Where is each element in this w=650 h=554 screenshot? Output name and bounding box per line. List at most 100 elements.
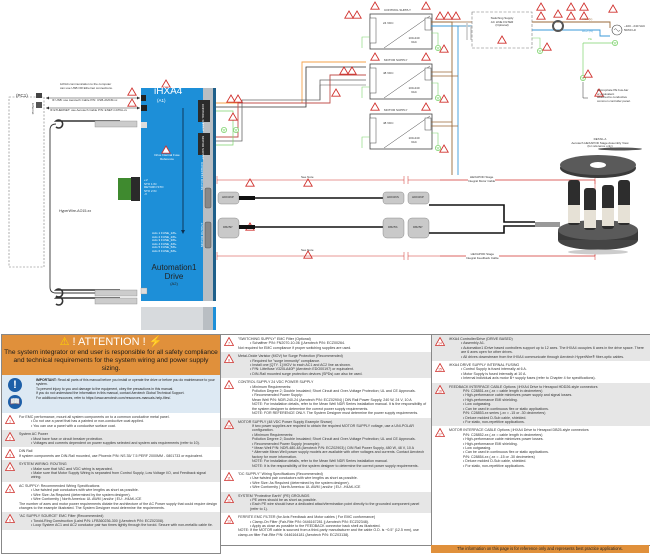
- note-item: 11 "DC SUPPLY" Wiring Specifications (Rec…: [221, 470, 431, 492]
- note-bullets: Use twisted pair conductors with wire le…: [238, 476, 428, 489]
- note-title: "AC SUPPLY SOURCE" EMC Filter (Recommend…: [19, 514, 104, 519]
- note-bullets: Assembly A1.Automation1 iDrive based con…: [449, 341, 647, 359]
- note-bullet: Required for "surge immunity" compliance…: [250, 359, 428, 363]
- svg-text:4: 4: [9, 467, 11, 471]
- warning-icon: 1: [5, 415, 15, 424]
- note-line: • Minimum Requirements:: [252, 432, 294, 437]
- detail-line1: DETAIL A: [593, 137, 607, 141]
- note-bullets: Do not use a panel that has a painted or…: [19, 419, 217, 428]
- note-line: • Low outgassing.: [463, 445, 492, 450]
- ac2-label: AC2 (N): [582, 29, 593, 33]
- detail-a-caption: DETAIL A Aerotech HEXAPOD Stage Assembly…: [560, 137, 640, 149]
- note-title: AC SUPPLY: Recommended Wiring Specificat…: [19, 483, 100, 488]
- warning-icon: 15: [435, 363, 445, 372]
- note-text: If system components are DIN-Rail mounte…: [19, 453, 203, 458]
- motor-cable-line: Integral Motor Cable: [468, 178, 496, 183]
- note-bullet: Control Supply is fused internally at 6 …: [461, 367, 647, 371]
- note-item: 6"AC SUPPLY SOURCE" EMC Filter (Recommen…: [2, 512, 220, 530]
- note-item: 17 MOTOR INTERFACE CABLE Options | iHXA4 …: [432, 426, 650, 470]
- axis-fuse-label: Axis 2 FUSE_2/8+: [152, 234, 177, 239]
- note-text: The number of axes and motor power requi…: [19, 501, 217, 510]
- note-bullet: Wire Conformity | North America: UL AWM …: [31, 497, 217, 501]
- note-title: iHXA4 DRIVE SUPPLY INTERNAL FUSING: [449, 363, 520, 368]
- note-line: NOTE: For installation details, refer to…: [252, 402, 427, 411]
- motor-supply-1-title: MOTOR SUPPLY: [384, 58, 408, 62]
- sto-pin: STO 2 IN: [144, 188, 157, 193]
- note-text: Not required for EMC compliance if prope…: [238, 345, 352, 350]
- note-title: CONTROL SUPPLY 24 VDC POWER SUPPLY: [238, 380, 314, 385]
- warning-icon: 17: [435, 428, 445, 438]
- motor-supply-1-vdc: 48 VDC: [383, 71, 394, 75]
- svg-text:7: 7: [228, 342, 230, 346]
- note-bullet: Voltages and currents dependent on power…: [31, 441, 217, 445]
- pe-busbar-note: Appropriate PE bus-bar or equivalent att…: [597, 88, 631, 103]
- notes-left-list: 1 For EMC performance, mount all system c…: [2, 413, 220, 530]
- pe-label: PE: [588, 37, 593, 41]
- warning-icon: 14: [435, 337, 445, 346]
- mains-frequency: 50/60 Hz: [624, 28, 637, 32]
- important-lead: IMPORTANT:: [36, 378, 57, 382]
- note-line: • Can be used in continuous flex or stat…: [463, 406, 549, 411]
- note-title: "DC SUPPLY" Wiring Specifications (Recom…: [238, 471, 323, 476]
- svg-text:5: 5: [9, 488, 11, 492]
- note-bullet: Use twisted pair conductors with wire le…: [250, 476, 428, 480]
- note-bullet: Clamp-On Filter (Fair-Rite P/N: 04461672…: [250, 520, 428, 524]
- axis-fuse-label: Axis 5 FUSE_5/8+: [152, 245, 177, 250]
- note-bullet: Toroid-Ring Construction (Laird P/N: LFB…: [31, 519, 217, 523]
- svg-text:3: 3: [9, 454, 11, 458]
- control-supply-vdc: 24 VDC: [383, 21, 394, 25]
- warning-icon: 2: [5, 432, 15, 442]
- warning-icon: 5: [5, 483, 15, 493]
- automation1-drive: [141, 307, 203, 330]
- motor-cable-label: HEXAPOD Stage Integral Motor Cable: [468, 175, 496, 184]
- motor-supply-1-vac: 100-240 VAC: [408, 86, 420, 94]
- note-bullets: Schaffner P/N: FN2070-10-06 || Aerotech …: [238, 341, 428, 345]
- note-item: 4 SYSTEM WIRING: ROUTINGMake sure that VA…: [2, 460, 220, 482]
- note-line: P/N: C28853-xx series (-xx = -15 or -30 …: [463, 411, 546, 416]
- motor-output-port-label: MOTOR OUTPUT: [200, 222, 204, 247]
- svg-text:11: 11: [227, 477, 231, 481]
- feedback-cable-line: Integral Feedback Cable: [466, 255, 499, 260]
- note-bullet: Install one [QTY. 1] MOV to each AC1 and…: [250, 363, 428, 367]
- toroid-filter: [552, 20, 564, 32]
- read-manual-icon: 📖: [8, 395, 22, 409]
- note-title: "SWITCHING SUPPLY" EMC Filter (Optional): [238, 337, 311, 341]
- sto-pin: +V: [144, 178, 148, 182]
- control-supply-port-label: CONTROL SUPPLY: [201, 104, 205, 132]
- note-line: * Alternate Mean Well power supply model…: [252, 450, 425, 459]
- note-line: NOTE: For installation details, refer to…: [252, 459, 388, 464]
- notes-mid-list: 7 "SWITCHING SUPPLY" EMC Filter (Optional…: [221, 335, 431, 539]
- note-text: NOTE: If the MOTOR cable is sourced from…: [238, 528, 419, 537]
- note-title: For EMC performance, mount all system co…: [19, 415, 170, 419]
- control-supply-title: CONTROL SUPPLY: [384, 8, 412, 12]
- feedback-cable-label: HEXAPOD Stage Integral Feedback Cable: [466, 252, 499, 261]
- motor-supply-2-box: [369, 113, 433, 150]
- warning-icon: 11: [224, 471, 234, 481]
- note-line: • Recommended Power Supply (example):: [252, 441, 320, 446]
- note-line: Mean Well P/N: NDR-240-24 (Aerotech P/N:…: [252, 397, 412, 402]
- note-line: NOTE: FOR REFERENCE ONLY. The System Des…: [252, 411, 419, 416]
- mains-voltage: ~100 - 240 VAC: [624, 24, 646, 28]
- hyperwire-cable: [49, 123, 100, 294]
- note-title: MOTOR INTERFACE CABLE Options | iHXA4 Dr…: [449, 428, 589, 433]
- sto-pin: STO 1 IN: [144, 181, 157, 186]
- note-line: • Can be used in continuous flex or stat…: [463, 450, 549, 455]
- db25p-label: DB25P: [223, 225, 233, 229]
- note-bullet: P/N: Littelfuse V320LA40P (Aerotech EDO0…: [250, 367, 428, 371]
- warning-icon: 4: [5, 462, 15, 472]
- motor-supply-2-vac: 100-240 VAC: [408, 136, 420, 144]
- filter-line3: (Optional): [495, 23, 509, 28]
- note-title: SYSTEM WIRING: ROUTING: [19, 462, 67, 467]
- note-bullet: Loop System AC1 and AC2 conductor pair t…: [31, 523, 217, 527]
- note-line: * Mean Well P/N: NDR-480-48 (Aerotech P/…: [252, 445, 415, 450]
- automation1-drive-title: Automation1 Drive (A2): [143, 263, 205, 286]
- note-item: 15 iHXA4 DRIVE SUPPLY INTERNAL FUSINGCont…: [432, 361, 650, 383]
- note-bullet: You can use a panel with a conductive su…: [31, 424, 217, 428]
- note-bullets: Make sure that VAC and VDC wiring is sep…: [19, 467, 217, 480]
- note-item: 1 For EMC performance, mount all system c…: [2, 413, 220, 430]
- comm-note-line1: iHXA4 communication to the computer: [60, 82, 112, 86]
